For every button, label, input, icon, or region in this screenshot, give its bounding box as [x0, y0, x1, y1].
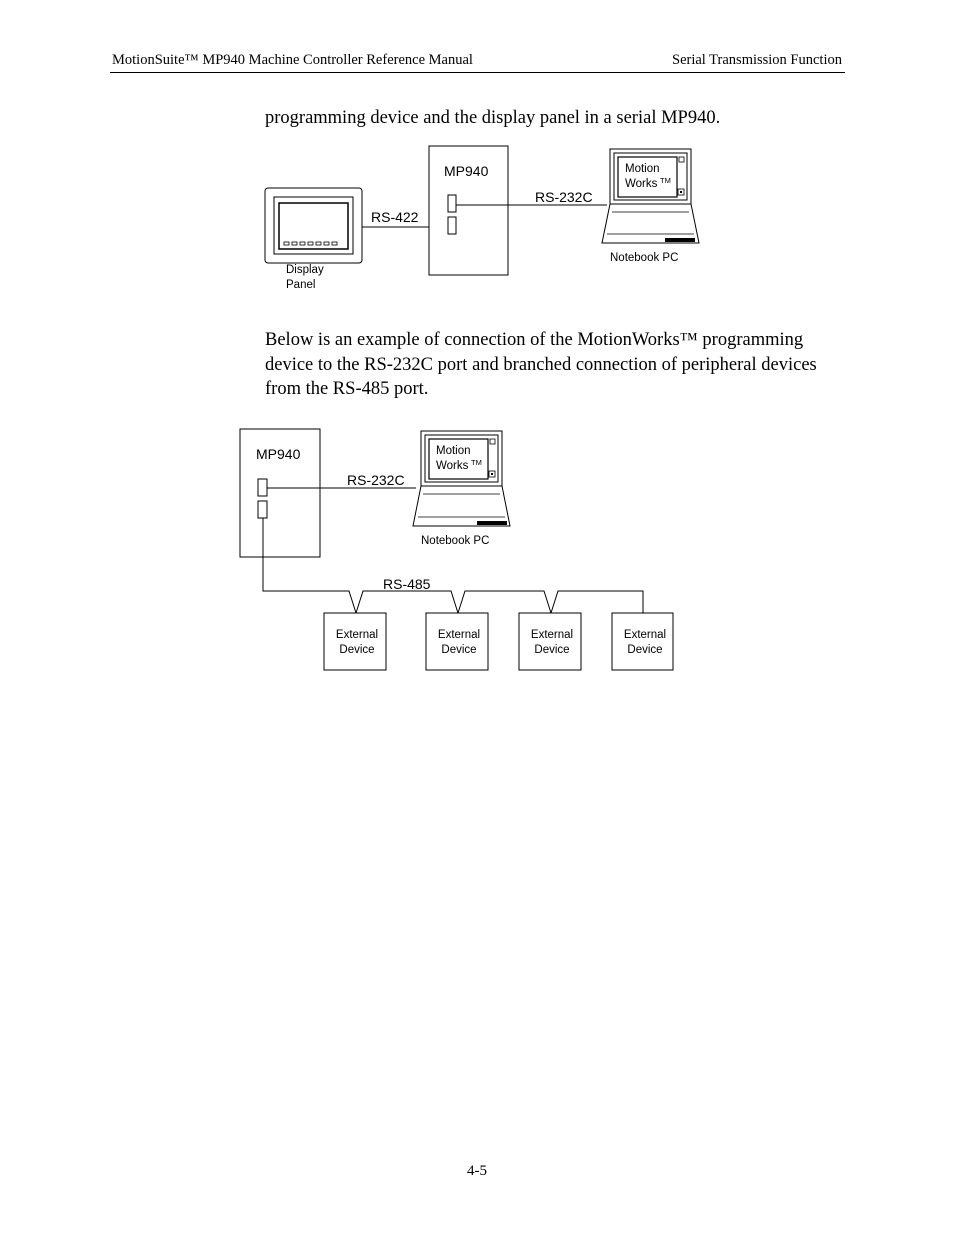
- external-device-label-line1: External: [531, 629, 573, 641]
- mp940-label: MP940: [444, 163, 489, 179]
- paragraph-rs485-example: Below is an example of connection of the…: [265, 328, 845, 402]
- display-label-line1: Display: [286, 264, 324, 276]
- external-device-label-line2: Device: [339, 644, 374, 656]
- screen-text-motion: Motion: [625, 163, 660, 175]
- external-device-2: External Device: [425, 612, 489, 671]
- mp940-label: MP940: [256, 446, 301, 462]
- screen-text-tm: TM: [660, 176, 671, 185]
- screen-text-motion: Motion: [436, 445, 471, 457]
- page-number: 4-5: [467, 1163, 487, 1179]
- display-panel-icon: [264, 187, 363, 264]
- port-rs232c: [257, 478, 268, 497]
- external-device-3: External Device: [518, 612, 582, 671]
- rs485-label: RS-485: [383, 576, 431, 592]
- header-rule: [110, 72, 845, 73]
- rs422-label: RS-422: [371, 209, 419, 225]
- paragraph-line-1: Below is an example of connection of the…: [265, 330, 804, 350]
- port-rs232c: [447, 194, 457, 213]
- paragraph-line-2: device to the RS-232C port and branched …: [265, 354, 817, 375]
- rs232c-label: RS-232C: [347, 472, 405, 488]
- external-device-label-line2: Device: [627, 644, 662, 656]
- running-header-title: MotionSuite™ MP940 Machine Controller Re…: [112, 52, 473, 68]
- screen-text-tm: TM: [471, 458, 482, 467]
- screen-text-works: Works: [625, 178, 658, 190]
- external-device-label-line1: External: [438, 629, 480, 641]
- external-device-label-line1: External: [336, 629, 378, 641]
- external-device-4: External Device: [611, 612, 674, 671]
- notebook-pc-label: Notebook PC: [421, 535, 489, 547]
- rs232c-label: RS-232C: [535, 189, 593, 205]
- screen-text-works: Works: [436, 460, 469, 472]
- paragraph-line-3: from the RS-485 port.: [265, 379, 429, 399]
- port-rs485: [257, 500, 268, 519]
- external-device-label-line2: Device: [441, 644, 476, 656]
- notebook-pc-icon: [601, 148, 700, 244]
- port-rs422: [447, 216, 457, 235]
- mp940-box: [239, 428, 321, 558]
- display-label-line2: Panel: [286, 279, 315, 291]
- notebook-pc-icon: [412, 430, 511, 527]
- notebook-pc-label: Notebook PC: [610, 252, 678, 264]
- rs485-bus-line: [262, 518, 644, 614]
- external-device-1: External Device: [323, 612, 387, 671]
- external-device-label-line2: Device: [534, 644, 569, 656]
- running-header-section: Serial Transmission Function: [672, 52, 842, 68]
- mp940-box: [428, 145, 509, 276]
- external-device-label-line1: External: [624, 629, 666, 641]
- paragraph-intro: programming device and the display panel…: [265, 108, 721, 128]
